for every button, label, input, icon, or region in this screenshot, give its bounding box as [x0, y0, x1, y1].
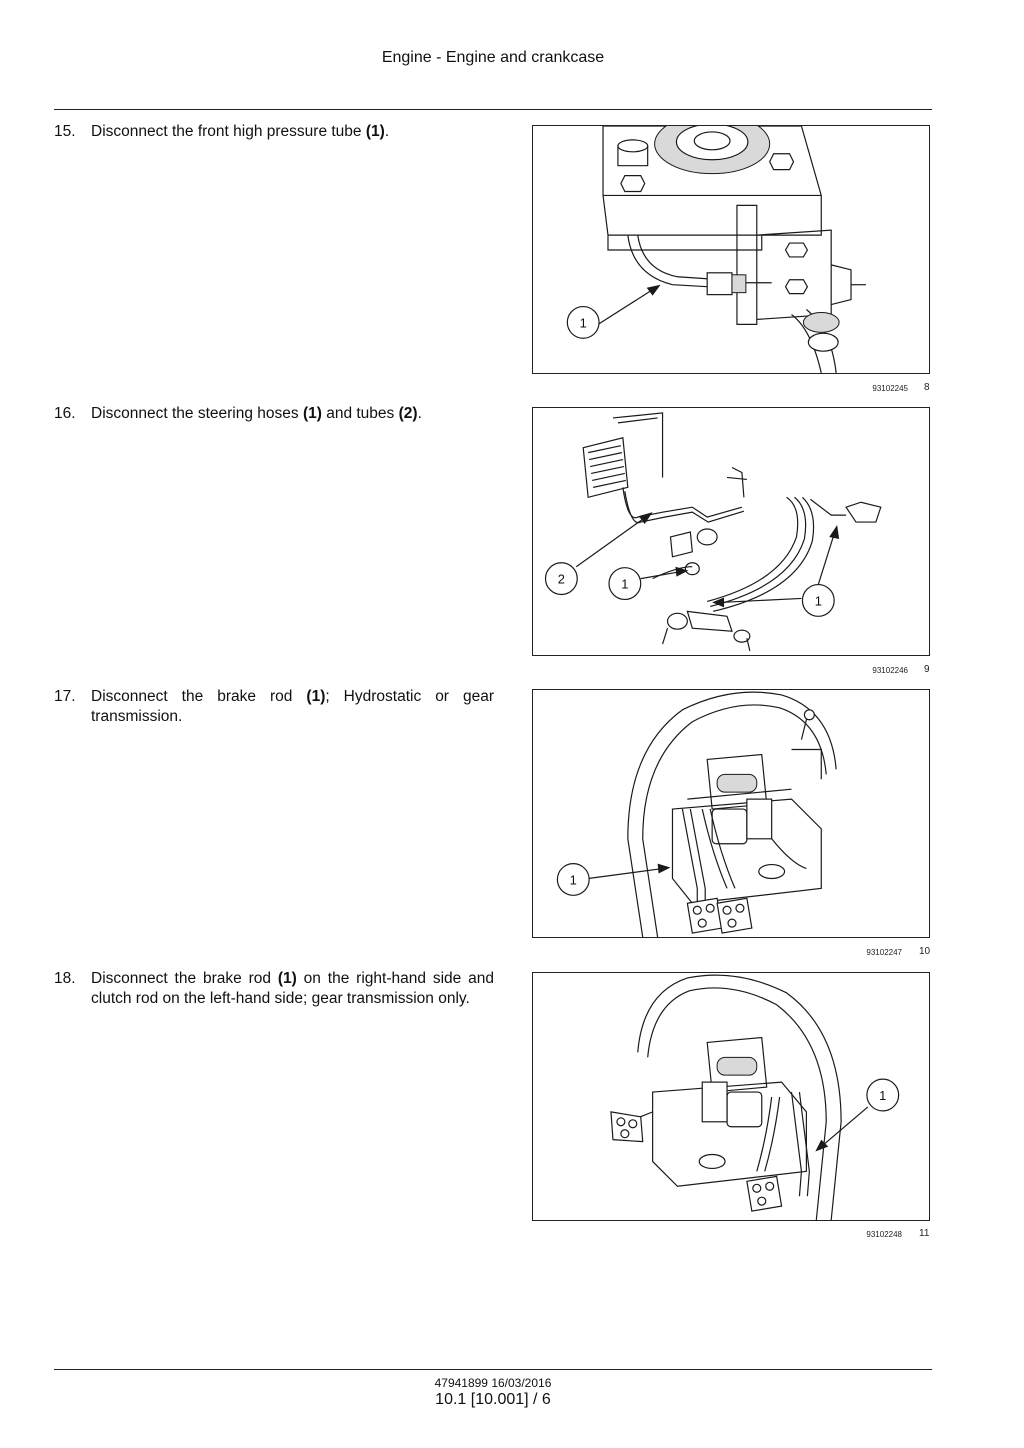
figure-9-callout-1a — [608, 567, 642, 601]
footer-rule — [54, 1369, 932, 1370]
step-15: 15. Disconnect the front high pressure t… — [54, 122, 494, 142]
figure-9-callout-1a-label: 1 — [621, 577, 628, 592]
figure-code: 93102247 — [866, 948, 902, 957]
footer-page-reference: 10.1 [10.001] / 6 — [435, 1391, 551, 1408]
step-number: 18. — [54, 970, 76, 987]
figure-9-steering-hoses: 2 1 1 — [532, 407, 930, 656]
figure-11-callout-1 — [866, 1078, 900, 1112]
figure-8-callout-1 — [566, 305, 600, 339]
figure-code: 93102245 — [872, 384, 908, 393]
figure-number: 10 — [919, 946, 931, 957]
step-18: 18. Disconnect the brake rod (1) on the … — [54, 969, 494, 1009]
step-number: 16. — [54, 405, 76, 422]
figure-9-callout-1b — [801, 583, 835, 617]
step-number: 17. — [54, 688, 76, 705]
step-text: Disconnect the steering hoses (1) and tu… — [91, 405, 422, 422]
figure-10-brake-rod: 1 — [532, 689, 930, 938]
step-number: 15. — [54, 123, 76, 140]
figure-10-callout-1-label: 1 — [570, 872, 577, 887]
figure-number: 9 — [924, 664, 930, 675]
step-text: Disconnect the front high pressure tube … — [91, 123, 390, 140]
figure-10-illustration: 1 — [556, 691, 837, 937]
figure-number: 8 — [924, 382, 930, 393]
figure-9-callout-1b-label: 1 — [815, 593, 822, 608]
figure-11-brake-and-clutch-rod: 1 — [532, 972, 930, 1221]
header-rule — [54, 109, 932, 110]
figure-8-callout-1-label: 1 — [580, 315, 587, 330]
figure-11-callout-1-label: 1 — [879, 1088, 886, 1103]
page-header-title: Engine - Engine and crankcase — [381, 49, 605, 66]
figure-9-callout-2 — [544, 562, 578, 596]
figure-9-illustration: 2 1 1 — [544, 412, 882, 652]
figure-10-callout-1 — [556, 862, 590, 896]
figure-11-illustration: 1 — [610, 974, 900, 1220]
figure-code: 93102248 — [866, 1230, 902, 1239]
figure-number: 11 — [919, 1228, 930, 1239]
figure-8-illustration: 1 — [566, 126, 866, 373]
step-16: 16. Disconnect the steering hoses (1) an… — [54, 404, 494, 424]
figure-code: 93102246 — [872, 666, 908, 675]
footer-document-reference: 47941899 16/03/2016 — [434, 1376, 552, 1390]
figure-8-high-pressure-tube: 1 — [532, 125, 930, 374]
figure-9-callout-2-label: 2 — [558, 572, 565, 587]
step-text: Disconnect the brake rod (1) on the righ… — [91, 970, 495, 1007]
step-17: 17. Disconnect the brake rod (1); Hydros… — [54, 687, 494, 727]
step-text: Disconnect the brake rod (1); Hydrostati… — [91, 688, 494, 725]
